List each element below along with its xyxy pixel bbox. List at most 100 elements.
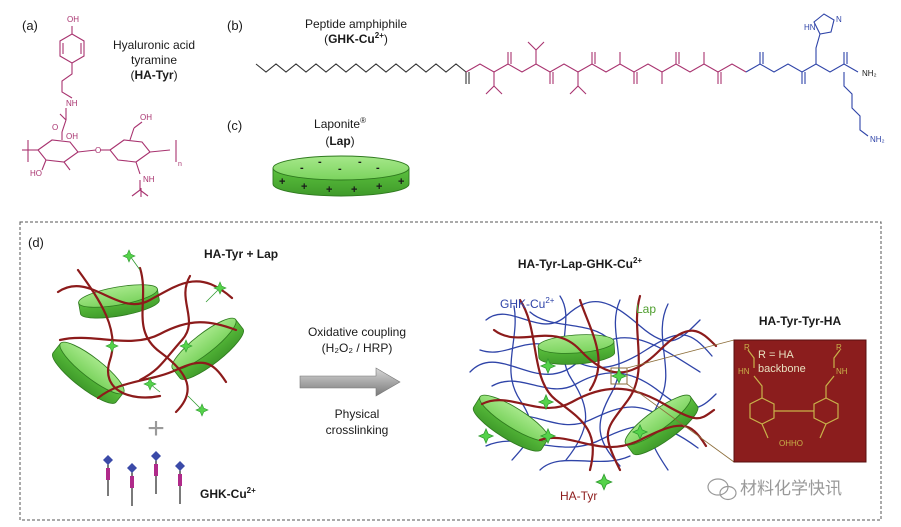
dityrosine-structure: [747, 349, 841, 439]
ha-tyr-atom-labels: OH NH O OH HO O OH NH n: [30, 15, 182, 184]
panel-b-abbr-sup: 2+: [375, 31, 384, 40]
charge-side-5: +: [376, 181, 382, 193]
panel-c: (c) Laponite® (Lap) - - - - - + + + + + …: [227, 116, 410, 197]
peptide-structure: [255, 13, 869, 137]
amphiphile-1: [103, 455, 113, 496]
panel-a: (a): [22, 15, 195, 197]
inset-atom-labels: R R HN NH OHHO: [738, 343, 848, 448]
charge-top-4: -: [358, 156, 362, 168]
panel-c-name-text: Laponite: [314, 117, 360, 131]
charge-side-2: +: [301, 181, 307, 193]
crosslinked-network: [467, 294, 735, 491]
zoom-line-bottom: [626, 383, 735, 463]
charge-side-1: +: [279, 176, 285, 188]
amphiphile-2: [127, 463, 137, 506]
panel-a-abbr: (HA-Tyr): [130, 68, 177, 82]
laponite-disc: [272, 155, 410, 197]
atom-oh-center: OH: [66, 132, 78, 141]
net-lap-disc-3: [619, 388, 704, 462]
net-star-4: [478, 428, 494, 444]
net-lap-disc-2: [467, 387, 554, 459]
inset-r-left: R: [744, 343, 750, 352]
right-title: HA-Tyr-Lap-GHK-Cu2+: [518, 256, 643, 271]
panel-a-name-line1: Hyaluronic acid: [113, 38, 195, 52]
panel-d-tag: (d): [28, 235, 44, 250]
atom-nh-right: NH: [143, 175, 155, 184]
arrow-text-top-1: Oxidative coupling: [308, 325, 406, 339]
amphiphile-3: [151, 451, 161, 494]
ghk-label-text: GHK-Cu: [200, 487, 247, 501]
charge-top-3: -: [338, 163, 342, 175]
atom-nh: NH: [66, 99, 78, 108]
arrow-text-top-2: (H₂O₂ / HRP): [322, 341, 393, 355]
inset-r-right: R: [836, 343, 842, 352]
panel-b-tag: (b): [227, 18, 243, 33]
right-title-sup: 2+: [633, 256, 642, 265]
ha-tyr-structure: [22, 26, 177, 197]
watermark-text: 材料化学快讯: [740, 479, 842, 498]
atom-o: O: [52, 123, 58, 132]
wechat-icon: [707, 478, 737, 501]
zoom-box: [610, 367, 628, 385]
panel-c-abbr-text: Lap: [329, 134, 350, 148]
inset-panel: R R HN NH OHHO R = HA backbone: [733, 339, 867, 463]
panel-b: (b) Peptide amphiphile (GHK-Cu2+): [227, 13, 885, 144]
process-arrow: [299, 367, 401, 397]
ghk-star-3: [105, 339, 119, 353]
atom-n-imidazole: N: [836, 15, 842, 24]
inset-note-line1: R = HA: [758, 349, 794, 361]
left-title: HA-Tyr + Lap: [204, 247, 278, 261]
net-star-7: [595, 473, 613, 491]
panel-d-frame: [19, 221, 882, 521]
hatyr-lap-network: [46, 249, 250, 417]
atom-nh2-lysine: NH₂: [870, 135, 885, 144]
inset-note-line2: backbone: [758, 363, 806, 375]
watermark: 材料化学快讯: [707, 478, 842, 501]
atom-ho-left: HO: [30, 169, 42, 178]
ghk-label-sup: 2+: [247, 486, 256, 495]
charge-top-1: -: [300, 162, 304, 174]
inset-ohho: OHHO: [779, 439, 803, 448]
arrow-text-bottom-1: Physical: [335, 407, 380, 421]
inset-hn-left: HN: [738, 367, 750, 376]
charge-top-2: -: [318, 156, 322, 168]
panel-d: (d) HA-Tyr + Lap: [19, 221, 882, 521]
arrow-text-bottom-2: crosslinking: [326, 423, 389, 437]
atom-oh-top: OH: [67, 15, 79, 24]
panel-c-abbr: (Lap): [325, 134, 354, 148]
amphiphile-4: [175, 461, 185, 504]
laponite-charges: - - - - - + + + + + +: [279, 156, 404, 196]
panel-a-name-line2: tyramine: [131, 53, 177, 67]
lap-disc-2: [46, 335, 131, 411]
charge-side-3: +: [326, 184, 332, 196]
net-ghk-text: GHK-Cu: [500, 297, 545, 311]
atom-oh-right: OH: [140, 113, 152, 122]
panel-b-abbr-text: GHK-Cu: [328, 32, 375, 46]
atom-nh2-terminal: NH₂: [862, 69, 877, 78]
inset-title: HA-Tyr-Tyr-HA: [759, 314, 842, 328]
plus-sign: +: [147, 412, 165, 445]
inset-nh-right: NH: [836, 367, 848, 376]
ghk-amphiphiles: [103, 451, 185, 506]
ghk-label: GHK-Cu2+: [200, 486, 256, 501]
charge-top-5: -: [376, 162, 380, 174]
net-ghk-label: GHK-Cu2+: [500, 296, 555, 311]
panel-a-tag: (a): [22, 18, 38, 33]
panel-c-tag: (c): [227, 118, 242, 133]
panel-a-abbr-text: HA-Tyr: [134, 68, 173, 82]
panel-b-abbr: (GHK-Cu2+): [324, 31, 388, 46]
panel-b-name: Peptide amphiphile: [305, 17, 407, 31]
net-hatyr-label: HA-Tyr: [560, 489, 597, 503]
net-ghk-sup: 2+: [545, 296, 554, 305]
peptide-atom-labels: NH₂ NH₂ N HN: [804, 15, 885, 144]
panel-c-name: Laponite®: [314, 116, 366, 131]
atom-n-repeat: n: [178, 161, 182, 168]
atom-o-bridge: O: [95, 146, 101, 155]
charge-side-4: +: [351, 184, 357, 196]
right-title-text: HA-Tyr-Lap-GHK-Cu: [518, 257, 633, 271]
charge-side-6: +: [398, 176, 404, 188]
net-lap-label: Lap: [636, 302, 656, 316]
panel-c-name-sup: ®: [360, 116, 366, 125]
atom-hn-imidazole: HN: [804, 23, 816, 32]
